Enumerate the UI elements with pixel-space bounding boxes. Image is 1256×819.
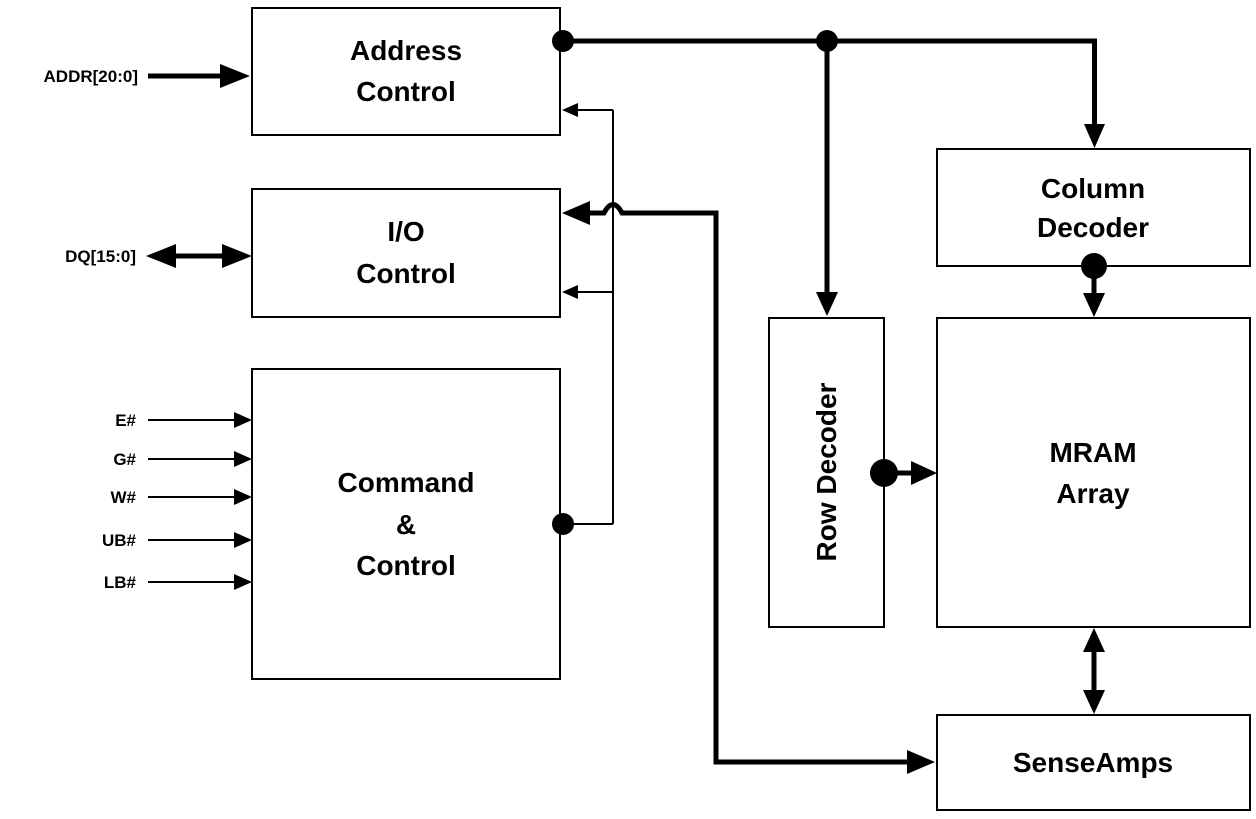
- mram-array-label-line2: Array: [1056, 478, 1130, 509]
- address-control-label-line2: Control: [356, 76, 456, 107]
- addr-input: ADDR[20:0]: [44, 64, 250, 88]
- mram-array-label-line1: MRAM: [1049, 437, 1136, 468]
- column-decoder-label-line2: Decoder: [1037, 212, 1149, 243]
- control-signal-label: E#: [115, 411, 136, 430]
- addr-label: ADDR[20:0]: [44, 67, 138, 86]
- column-decoder-label-line1: Column: [1041, 173, 1145, 204]
- control-signal-label: UB#: [102, 531, 137, 550]
- arrow-right-icon: [234, 532, 252, 548]
- sense-amps-data-arrow-icon: [907, 750, 935, 774]
- control-signal-ub: UB#: [102, 531, 252, 550]
- arrow-right-icon: [234, 412, 252, 428]
- dq-bus: DQ[15:0]: [65, 244, 252, 268]
- column-decoder-block: Column Decoder: [936, 148, 1251, 267]
- row-decoder-input-arrow-icon: [816, 292, 838, 316]
- dq-left-arrow-icon: [146, 244, 176, 268]
- mram-array-block: MRAM Array: [936, 317, 1251, 628]
- command-control-block: Command & Control: [251, 368, 561, 680]
- sense-amps-block: SenseAmps: [936, 714, 1251, 811]
- column-to-array-link: [1081, 253, 1107, 317]
- data-bus: [562, 201, 935, 774]
- control-signal-label: LB#: [104, 573, 137, 592]
- array-up-arrow-icon: [1083, 628, 1105, 652]
- column-decoder-input-arrow-icon: [1084, 124, 1105, 148]
- command-control-label-line1: Command: [338, 467, 475, 498]
- io-control-label-line2: Control: [356, 258, 456, 289]
- row-to-array-link: [870, 459, 937, 487]
- address-control-label-line1: Address: [350, 35, 462, 66]
- command-control-bus: [552, 103, 614, 535]
- dq-label: DQ[15:0]: [65, 247, 136, 266]
- control-signal-w: W#: [111, 488, 252, 507]
- io-control-block: I/O Control: [251, 188, 561, 318]
- control-signal-label: W#: [111, 488, 137, 507]
- array-column-input-arrow-icon: [1083, 293, 1105, 317]
- row-decoder-label: Row Decoder: [811, 382, 842, 561]
- sense-amps-label: SenseAmps: [1013, 747, 1173, 778]
- control-signal-e: E#: [115, 411, 252, 430]
- command-control-label-line3: Control: [356, 550, 456, 581]
- arrow-right-icon: [234, 574, 252, 590]
- row-decoder-block: Row Decoder: [768, 317, 885, 628]
- array-row-input-arrow-icon: [911, 461, 937, 485]
- io-control-label-line1: I/O: [387, 216, 424, 247]
- address-control-input-arrow-icon: [562, 103, 578, 117]
- array-sense-amps-link: [1083, 628, 1105, 714]
- control-signal-g: G#: [113, 450, 252, 469]
- arrow-right-icon: [234, 451, 252, 467]
- io-control-data-arrow-icon: [562, 201, 590, 225]
- control-signal-inputs: E# G# W# UB# LB#: [102, 411, 252, 592]
- arrow-right-icon: [234, 489, 252, 505]
- command-control-label-line2: &: [396, 509, 416, 540]
- dq-right-arrow-icon: [222, 244, 252, 268]
- address-control-block: Address Control: [251, 7, 561, 136]
- control-signal-label: G#: [113, 450, 136, 469]
- control-signal-lb: LB#: [104, 573, 252, 592]
- address-bus: [552, 30, 1105, 316]
- addr-arrow-icon: [220, 64, 250, 88]
- io-control-input-arrow-icon: [562, 285, 578, 299]
- sense-amps-down-arrow-icon: [1083, 690, 1105, 714]
